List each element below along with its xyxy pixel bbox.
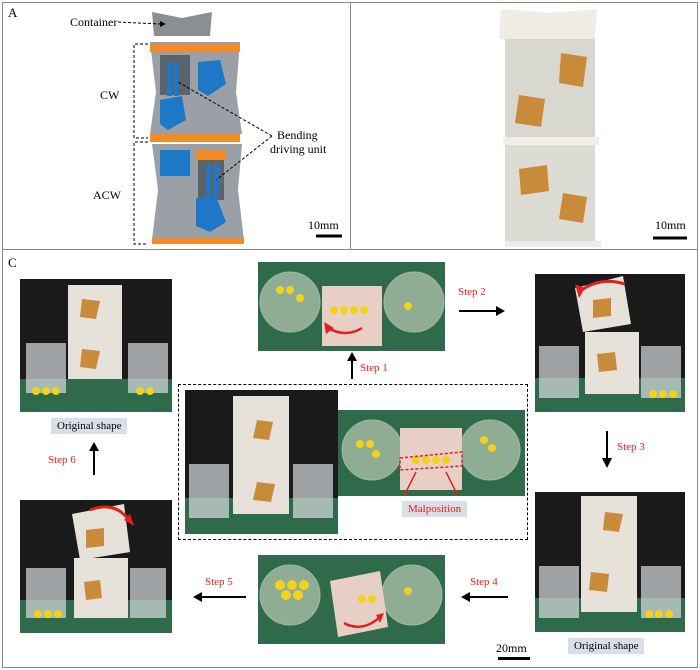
photo-malposition-top [338,410,525,496]
cw-label: CW [100,88,120,102]
photo-step-1 [258,262,445,351]
panel-c-frame [2,249,698,668]
photo-original-top [20,279,172,412]
photo-step-5 [20,500,172,633]
container-label: Container [70,15,118,29]
arrow-step-6 [89,442,99,475]
photo-malposition-side [185,390,338,534]
photo-step-4 [258,555,445,644]
robot-photo-b [351,3,697,249]
scale-label-a: 10mm [308,218,339,232]
arrow-step-1 [347,352,357,379]
step-1-label: Step 1 [360,362,388,374]
photo-step-3 [535,492,685,632]
robot-cad-render [117,12,342,245]
acw-label: ACW [93,188,121,202]
bending-label-1: Bending [277,128,318,142]
malposition-box [178,384,528,540]
panel-a-label: A [8,5,18,20]
arrow-step-5 [193,592,246,602]
step-4-label: Step 4 [470,576,498,588]
scale-label-c: 20mm [496,641,527,655]
arrow-step-4 [461,592,508,602]
photo-step-2 [535,274,685,412]
original-shape-tag-top: Original shape [51,418,128,434]
step-5-label: Step 5 [205,576,233,588]
scale-bar-c [498,657,530,660]
step-2-label: Step 2 [458,286,486,298]
scale-label-b: 10mm [655,218,686,232]
bending-label-2: driving unit [270,142,327,156]
panel-c-label: C [8,255,17,270]
step-3-label: Step 3 [617,441,645,453]
malposition-tag: Malposition [402,501,468,517]
arrow-step-3 [602,431,612,468]
step-6-label: Step 6 [48,454,76,466]
original-shape-tag-bottom: Original shape [568,638,645,654]
arrow-step-2 [459,306,505,316]
